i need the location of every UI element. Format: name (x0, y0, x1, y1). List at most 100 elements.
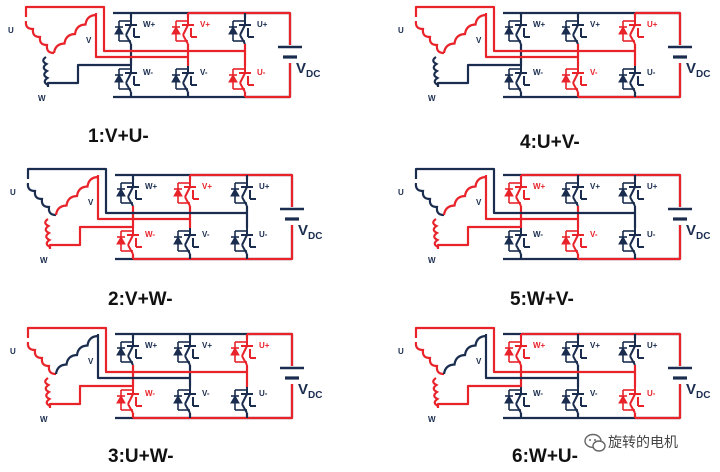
switch-v-high-label: V+ (590, 20, 600, 29)
diode-triangle (114, 25, 124, 35)
switch-w-high (504, 339, 530, 366)
phase-v-label: V (86, 36, 92, 45)
switch-u-low-label: U- (257, 68, 266, 77)
diode-triangle (504, 73, 514, 83)
vdc-subscript: DC (308, 231, 322, 242)
phase-w-line (436, 384, 521, 408)
vdc-subscript: DC (696, 231, 710, 242)
switch-w-high-label: W+ (533, 182, 546, 191)
vdc-label: VDC (686, 60, 710, 80)
active-path-negative (578, 225, 682, 261)
winding-u-coil (414, 341, 445, 376)
switch-v-low (561, 66, 587, 93)
igbt-emitter-lead (572, 403, 579, 414)
panel-4-caption: 4:U+V- (520, 132, 580, 153)
igbt-channel (629, 393, 636, 405)
phase-u-line (414, 326, 635, 374)
diode-triangle (230, 394, 240, 404)
diode-triangle (561, 346, 571, 356)
switch-w-low-label: W- (533, 389, 543, 398)
igbt-emitter-lead (515, 196, 522, 207)
winding-w-coil (42, 56, 50, 86)
phase-w-line (436, 225, 521, 249)
phase-v-line (96, 175, 190, 221)
diode-triangle (230, 346, 240, 356)
switch-u-high (230, 180, 256, 207)
igbt-channel (241, 345, 248, 357)
switch-v-low-label: V- (590, 389, 598, 398)
switch-v-low-label: V- (590, 230, 598, 239)
igbt-emitter-lead (125, 34, 132, 45)
phase-w-label: W (40, 415, 48, 424)
switch-u-high (618, 18, 644, 45)
winding-w-coil (44, 218, 52, 248)
phase-u-label: U (398, 347, 404, 356)
diode-triangle (116, 235, 126, 245)
igbt-emitter-lead (239, 82, 246, 93)
vdc-label: VDC (686, 381, 710, 401)
phase-v-label: V (476, 198, 482, 207)
diode-triangle (618, 394, 628, 404)
phase-w-line (436, 63, 521, 87)
diode-triangle (230, 235, 240, 245)
phase-v-label: V (88, 357, 94, 366)
panel-2-caption: 2:V+W- (108, 289, 173, 310)
switch-u-high-label: U+ (257, 20, 268, 29)
phase-u-label: U (398, 26, 404, 35)
igbt-channel (127, 393, 134, 405)
switch-u-low (230, 228, 256, 255)
igbt-channel (572, 24, 579, 36)
switch-u-high (228, 18, 254, 45)
switch-v-high (561, 339, 587, 366)
switch-w-high (504, 18, 530, 45)
phase-w-line (46, 63, 131, 87)
igbt-channel (241, 393, 248, 405)
igbt-channel (515, 72, 522, 84)
igbt-emitter-lead (572, 34, 579, 45)
diode-triangle (618, 235, 628, 245)
switch-u-high-label: U+ (259, 341, 270, 350)
igbt-emitter-lead (629, 244, 636, 255)
winding-w-coil (432, 377, 440, 407)
switch-v-low (173, 228, 199, 255)
switch-w-low-label: W- (145, 389, 155, 398)
switch-v-high-label: V+ (202, 182, 212, 191)
active-path-negative (133, 225, 294, 261)
watermark-text: 旋转的电机 (608, 435, 678, 451)
switch-u-high (618, 180, 644, 207)
igbt-emitter-lead (241, 403, 248, 414)
igbt-emitter-lead (515, 244, 522, 255)
switch-v-high (561, 180, 587, 207)
igbt-channel (572, 234, 579, 246)
diode-triangle (504, 187, 514, 197)
phase-u-line (24, 5, 245, 53)
igbt-emitter-lead (515, 355, 522, 366)
phase-w-label: W (428, 415, 436, 424)
igbt-emitter-lead (515, 82, 522, 93)
diode-triangle (561, 187, 571, 197)
igbt-channel (515, 186, 522, 198)
switch-v-high-label: V+ (202, 341, 212, 350)
diode-triangle (228, 73, 238, 83)
switch-v-high-label: V+ (590, 182, 600, 191)
igbt-emitter-lead (572, 244, 579, 255)
winding-v-coil (54, 175, 99, 216)
igbt-channel (629, 234, 636, 246)
diode-triangle (116, 187, 126, 197)
switch-w-low (504, 228, 530, 255)
switch-w-low (116, 228, 142, 255)
diode-triangle (171, 25, 181, 35)
switch-v-low (173, 387, 199, 414)
panel-1-caption: 1:V+U- (88, 126, 149, 147)
switch-w-high (116, 180, 142, 207)
phase-w-label: W (428, 94, 436, 103)
switch-w-low-label: W- (533, 230, 543, 239)
vdc-label: VDC (296, 60, 320, 80)
vdc-subscript: DC (308, 390, 322, 401)
igbt-emitter-lead (127, 403, 134, 414)
igbt-channel (184, 234, 191, 246)
switch-u-high-label: U+ (647, 20, 658, 29)
igbt-emitter-lead (572, 355, 579, 366)
igbt-channel (241, 186, 248, 198)
